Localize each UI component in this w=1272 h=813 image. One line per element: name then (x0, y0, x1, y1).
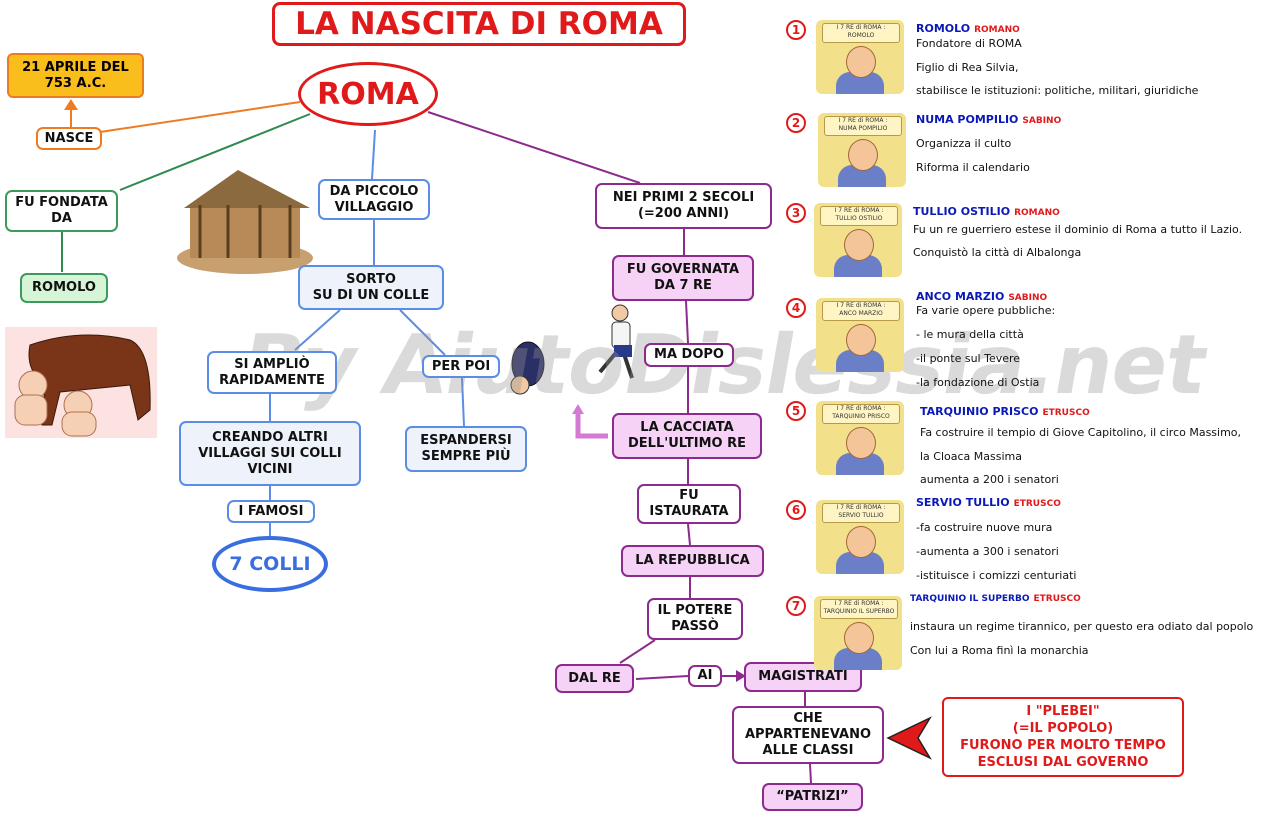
creando-node: CREANDO ALTRI VILLAGGI SUI COLLI VICINI (179, 421, 361, 486)
king-portrait: I 7 RE di ROMA : TARQUINIO IL SUPERBO (814, 596, 902, 670)
king-banner: I 7 RE di ROMA : ANCO MARZIO (822, 301, 900, 321)
instaurata-node: FU ISTAURATA (637, 484, 741, 524)
king-banner: I 7 RE di ROMA : ROMOLO (822, 23, 900, 43)
king-number: 7 (786, 596, 806, 616)
king-number: 6 (786, 500, 806, 520)
king-line: Fa costruire il tempio di Giove Capitoli… (920, 426, 1242, 439)
kick-illustration (510, 304, 634, 395)
center-node-roma: ROMA (298, 62, 438, 126)
date-node: 21 APRILE DEL 753 A.C. (7, 53, 144, 98)
king-line: Conquistò la città di Albalonga (913, 246, 1082, 259)
king-line: instaura un regime tirannico, per questo… (910, 620, 1254, 633)
sorto-node: SORTO SU DI UN COLLE (298, 265, 444, 310)
king-4: 4 I 7 RE di ROMA : ANCO MARZIO ANCO MARZ… (780, 290, 1270, 389)
king-number: 1 (786, 20, 806, 40)
king-origin: ETRUSCO (1033, 594, 1081, 604)
king-origin: SABINO (1008, 293, 1048, 303)
king-line: Con lui a Roma finì la monarchia (910, 644, 1089, 657)
king-line: Figlio di Rea Silvia, (916, 61, 1019, 74)
king-portrait: I 7 RE di ROMA : NUMA POMPILIO (818, 113, 906, 187)
king-origin: ROMANO (974, 25, 1020, 35)
nasce-node: NASCE (36, 127, 102, 150)
king-portrait: I 7 RE di ROMA : ANCO MARZIO (816, 298, 904, 372)
king-line: -il ponte sul Tevere (916, 352, 1021, 365)
king-5: 5 I 7 RE di ROMA : TARQUINIO PRISCO TARQ… (780, 401, 1270, 491)
famosi-node: I FAMOSI (227, 500, 315, 523)
king-7: 7 I 7 RE di ROMA : TARQUINIO IL SUPERBO … (780, 594, 1270, 686)
king-origin: ROMANO (1014, 208, 1060, 218)
king-line: Fu un re guerriero estese il dominio di … (913, 223, 1243, 236)
potere-node: IL POTERE PASSÒ (647, 598, 743, 640)
king-line: -aumenta a 300 i senatori (916, 545, 1059, 558)
governata-node: FU GOVERNATA DA 7 RE (612, 255, 754, 301)
hut-illustration (177, 170, 313, 274)
secoli-node: NEI PRIMI 2 SECOLI (=200 ANNI) (595, 183, 772, 229)
sette-colli-node: 7 COLLI (212, 536, 328, 592)
king-line: la Cloaca Massima (920, 450, 1022, 463)
king-line: Fondatore di ROMA (916, 37, 1022, 50)
appartenevano-node: CHE APPARTENEVANO ALLE CLASSI (732, 706, 884, 764)
ai-node: AI (688, 665, 722, 687)
king-line: Organizza il culto (916, 137, 1012, 150)
king-line: Riforma il calendario (916, 161, 1030, 174)
villaggio-node: DA PICCOLO VILLAGGIO (318, 179, 430, 220)
ampliato-node: SI AMPLIÒ RAPIDAMENTE (207, 351, 337, 394)
king-number: 2 (786, 113, 806, 133)
king-number: 3 (786, 203, 806, 223)
plebei-node: I "PLEBEI" (=IL POPOLO) FURONO PER MOLTO… (942, 697, 1184, 777)
perpoi-node: PER POI (422, 355, 500, 378)
king-number: 4 (786, 298, 806, 318)
repubblica-node: LA REPUBBLICA (621, 545, 764, 577)
king-line: stabilisce le istituzioni: politiche, mi… (916, 84, 1199, 97)
king-6: 6 I 7 RE di ROMA : SERVIO TULLIO SERVIO … (780, 496, 1270, 590)
king-portrait: I 7 RE di ROMA : SERVIO TULLIO (816, 500, 904, 574)
king-2: 2 I 7 RE di ROMA : NUMA POMPILIO NUMA PO… (780, 113, 1270, 203)
she-wolf-illustration (5, 327, 157, 438)
king-number: 5 (786, 401, 806, 421)
fondata-node: FU FONDATA DA (5, 190, 118, 232)
king-portrait: I 7 RE di ROMA : TULLIO OSTILIO (814, 203, 902, 277)
dalre-node: DAL RE (555, 664, 634, 693)
king-portrait: I 7 RE di ROMA : TARQUINIO PRISCO (816, 401, 904, 475)
king-line: Fa varie opere pubbliche: (916, 304, 1056, 317)
king-3: 3 I 7 RE di ROMA : TULLIO OSTILIO TULLIO… (780, 203, 1270, 293)
king-line: -la fondazione di Ostia (916, 376, 1040, 389)
king-portrait: I 7 RE di ROMA : ROMOLO (816, 20, 904, 94)
madopo-node: MA DOPO (644, 343, 734, 367)
king-banner: I 7 RE di ROMA : TARQUINIO PRISCO (822, 404, 900, 424)
king-banner: I 7 RE di ROMA : SERVIO TULLIO (822, 503, 900, 523)
espandersi-node: ESPANDERSI SEMPRE PIÙ (405, 426, 527, 472)
king-banner: I 7 RE di ROMA : NUMA POMPILIO (824, 116, 902, 136)
king-line: -istituisce i comizzi centuriati (916, 569, 1077, 582)
king-line: aumenta a 200 i senatori (920, 473, 1059, 486)
page-title: LA NASCITA DI ROMA (272, 2, 686, 46)
king-banner: I 7 RE di ROMA : TULLIO OSTILIO (820, 206, 898, 226)
king-origin: ETRUSCO (1042, 408, 1090, 418)
king-banner: I 7 RE di ROMA : TARQUINIO IL SUPERBO (820, 599, 898, 619)
king-origin: ETRUSCO (1013, 499, 1061, 509)
king-line: - le mura della città (916, 328, 1024, 341)
romolo-node: ROMOLO (20, 273, 108, 303)
king-line: -fa costruire nuove mura (916, 521, 1053, 534)
king-origin: SABINO (1022, 116, 1062, 126)
patrizi-node: “PATRIZI” (762, 783, 863, 811)
cacciata-node: LA CACCIATA DELL'ULTIMO RE (612, 413, 762, 459)
